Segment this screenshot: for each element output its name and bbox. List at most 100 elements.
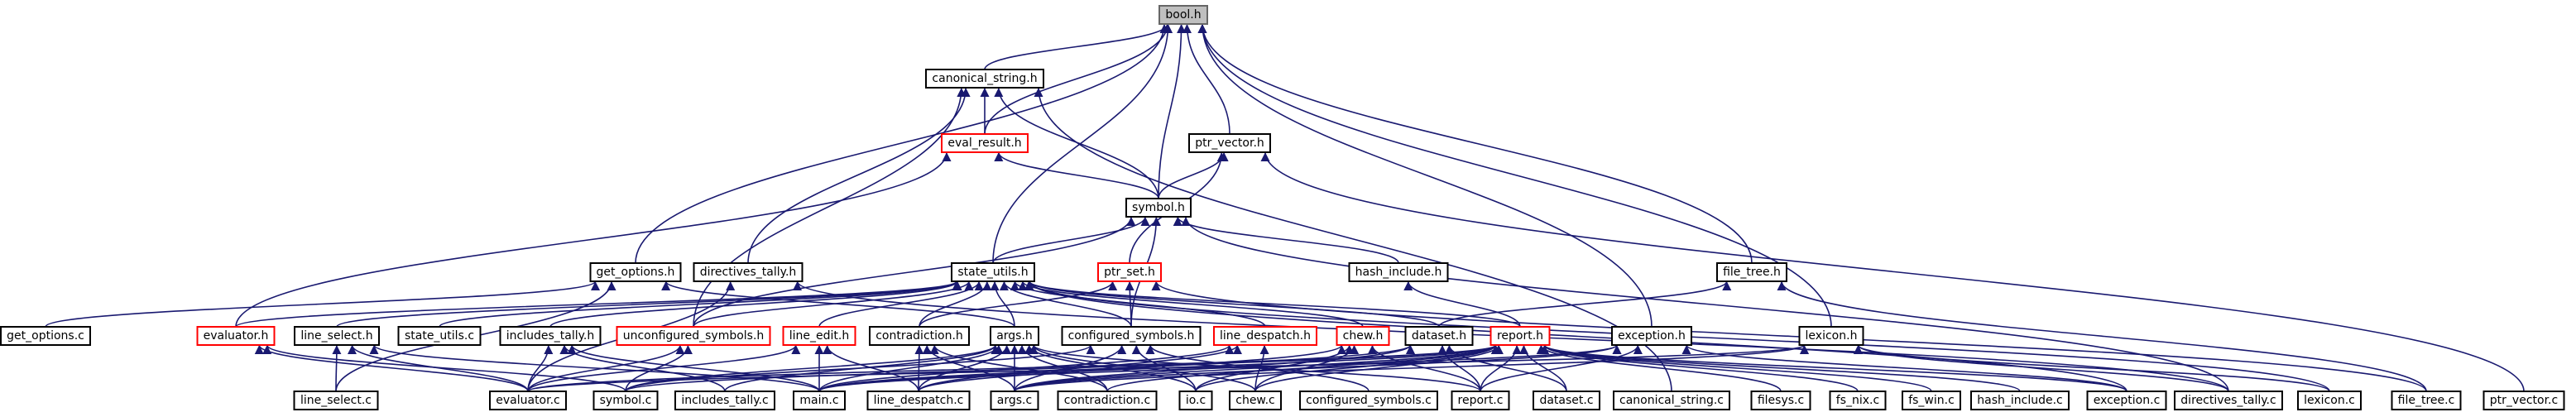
edge-line-despatch-c-to-line-edit-h [823,344,919,392]
node-label: hash_include.h [1355,266,1442,279]
node-ptr-vector-h[interactable]: ptr_vector.h [1188,133,1271,153]
node-canonical-string-h[interactable]: canonical_string.h [925,69,1044,89]
node-box [1213,326,1317,346]
edge-args-c-to-lexicon-h [1014,344,1809,392]
node-canonical-string-c[interactable]: canonical_string.c [1613,391,1730,410]
node-io-c[interactable]: io.c [1178,391,1213,410]
edge-fs-win-c-to-report-h [1540,344,1932,392]
node-eval-result-h[interactable]: eval_result.h [941,133,1029,153]
node-exception-c[interactable]: exception.c [2086,391,2167,410]
node-symbol-c[interactable]: symbol.c [592,391,659,410]
node-file-tree-c[interactable]: file_tree.c [2391,391,2462,410]
node-chew-h[interactable]: chew.h [1336,326,1390,346]
node-evaluator-h[interactable]: evaluator.h [196,326,276,346]
node-configured-symbols-h[interactable]: configured_symbols.h [1061,326,1202,346]
edge-chew-c-to-report-h [1254,344,1504,392]
node-label: ptr_vector.c [2490,394,2558,407]
node-ptr-vector-c[interactable]: ptr_vector.c [2482,391,2565,410]
edge-file-tree-c-to-file-tree-h [1777,280,2427,392]
node-get-options-c[interactable]: get_options.c [0,326,91,346]
node-box [951,262,1035,282]
edge-report-h-to-hash-include-h [1403,280,1521,328]
node-directives-tally-h[interactable]: directives_tally.h [693,262,804,282]
node-exception-h[interactable]: exception.h [1611,326,1692,346]
node-state-utils-c[interactable]: state_utils.c [397,326,482,346]
node-fs-nix-c[interactable]: fs_nix.c [1829,391,1887,410]
node-directives-tally-c[interactable]: directives_tally.c [2174,391,2283,410]
node-label: filesys.c [1758,394,1804,407]
node-line-despatch-h[interactable]: line_despatch.h [1213,326,1317,346]
node-label: includes_tally.h [506,329,594,343]
node-lexicon-h[interactable]: lexicon.h [1798,326,1864,346]
node-fs-win-c[interactable]: fs_win.c [1902,391,1961,410]
node-hash-include-h[interactable]: hash_include.h [1348,262,1449,282]
edge-report-h-to-state-utils-h [1024,280,1521,328]
node-get-options-h[interactable]: get_options.h [589,262,682,282]
node-line-select-h[interactable]: line_select.h [294,326,380,346]
edge-includes-tally-h-to-state-utils-h [549,280,962,328]
node-ptr-set-h[interactable]: ptr_set.h [1097,262,1162,282]
node-label: get_options.c [7,329,84,343]
node-unconfigured-symbols-h[interactable]: unconfigured_symbols.h [616,326,771,346]
edge-report-c-to-exception-h [1480,344,1643,392]
node-dataset-h[interactable]: dataset.h [1404,326,1474,346]
node-label: exception.c [2094,394,2161,407]
node-box [2391,391,2462,410]
node-line-despatch-c[interactable]: line_despatch.c [866,391,971,410]
edge-ptr-vector-c-to-ptr-vector-h [1260,151,2525,392]
node-box [1970,391,2070,410]
node-box [1188,133,1271,153]
edge-main-c-to-includes-tally-h [567,344,820,392]
node-box [1611,326,1692,346]
node-args-h[interactable]: args.h [990,326,1039,346]
node-box [1348,262,1449,282]
node-main-c[interactable]: main.c [793,391,846,410]
edge-evaluator-h-to-eval-result-h [235,151,952,328]
node-symbol-h[interactable]: symbol.h [1125,198,1192,218]
node-includes-tally-h[interactable]: includes_tally.h [499,326,602,346]
node-label: includes_tally.c [681,394,768,407]
node-line-select-c[interactable]: line_select.c [293,391,379,410]
node-label: dataset.c [1539,394,1593,407]
node-configured-symbols-c[interactable]: configured_symbols.c [1299,391,1438,410]
node-label: symbol.h [1132,201,1185,214]
edges-layer [45,23,2525,392]
node-label: contradiction.h [875,329,963,343]
node-box [1902,391,1961,410]
node-label: canonical_string.c [1619,394,1724,407]
node-lexicon-c[interactable]: lexicon.c [2297,391,2362,410]
node-hash-include-c[interactable]: hash_include.c [1970,391,2070,410]
edge-directives-tally-c-to-symbol-h [1181,216,2229,392]
edge-symbol-c-to-configured-symbols-h [625,344,1096,392]
node-box [616,326,771,346]
node-box [693,262,804,282]
node-label: ptr_vector.h [1195,137,1264,150]
edge-io-c-to-report-h [1195,344,1500,392]
node-filesys-c[interactable]: filesys.c [1750,391,1811,410]
node-contradiction-c[interactable]: contradiction.c [1057,391,1158,410]
edge-dataset-h-to-state-utils-h [1024,280,1440,328]
edge-dataset-h-to-file-tree-h [1438,280,1732,328]
node-contradiction-h[interactable]: contradiction.h [869,326,970,346]
node-label: args.h [996,329,1033,343]
node-label: io.c [1186,394,1206,407]
edge-symbol-c-to-report-h [625,344,1500,392]
node-evaluator-c[interactable]: evaluator.c [489,391,567,410]
node-includes-tally-c[interactable]: includes_tally.c [674,391,775,410]
node-args-c[interactable]: args.c [990,391,1039,410]
node-box [489,391,567,410]
node-state-utils-h[interactable]: state_utils.h [951,262,1035,282]
node-dataset-c[interactable]: dataset.c [1533,391,1600,410]
node-report-h[interactable]: report.h [1489,326,1551,346]
edge-filesys-c-to-report-h [1536,344,1782,392]
node-line-edit-h[interactable]: line_edit.h [782,326,856,346]
node-box [196,326,276,346]
node-report-c[interactable]: report.c [1451,391,1510,410]
node-chew-c[interactable]: chew.c [1229,391,1282,410]
node-label: line_select.h [300,329,372,343]
edge-args-h-to-state-utils-h [990,280,1015,328]
node-box [499,326,602,346]
node-file-tree-h[interactable]: file_tree.h [1716,262,1787,282]
node-bool-h[interactable]: bool.h [1158,5,1208,25]
node-label: args.c [997,394,1032,407]
